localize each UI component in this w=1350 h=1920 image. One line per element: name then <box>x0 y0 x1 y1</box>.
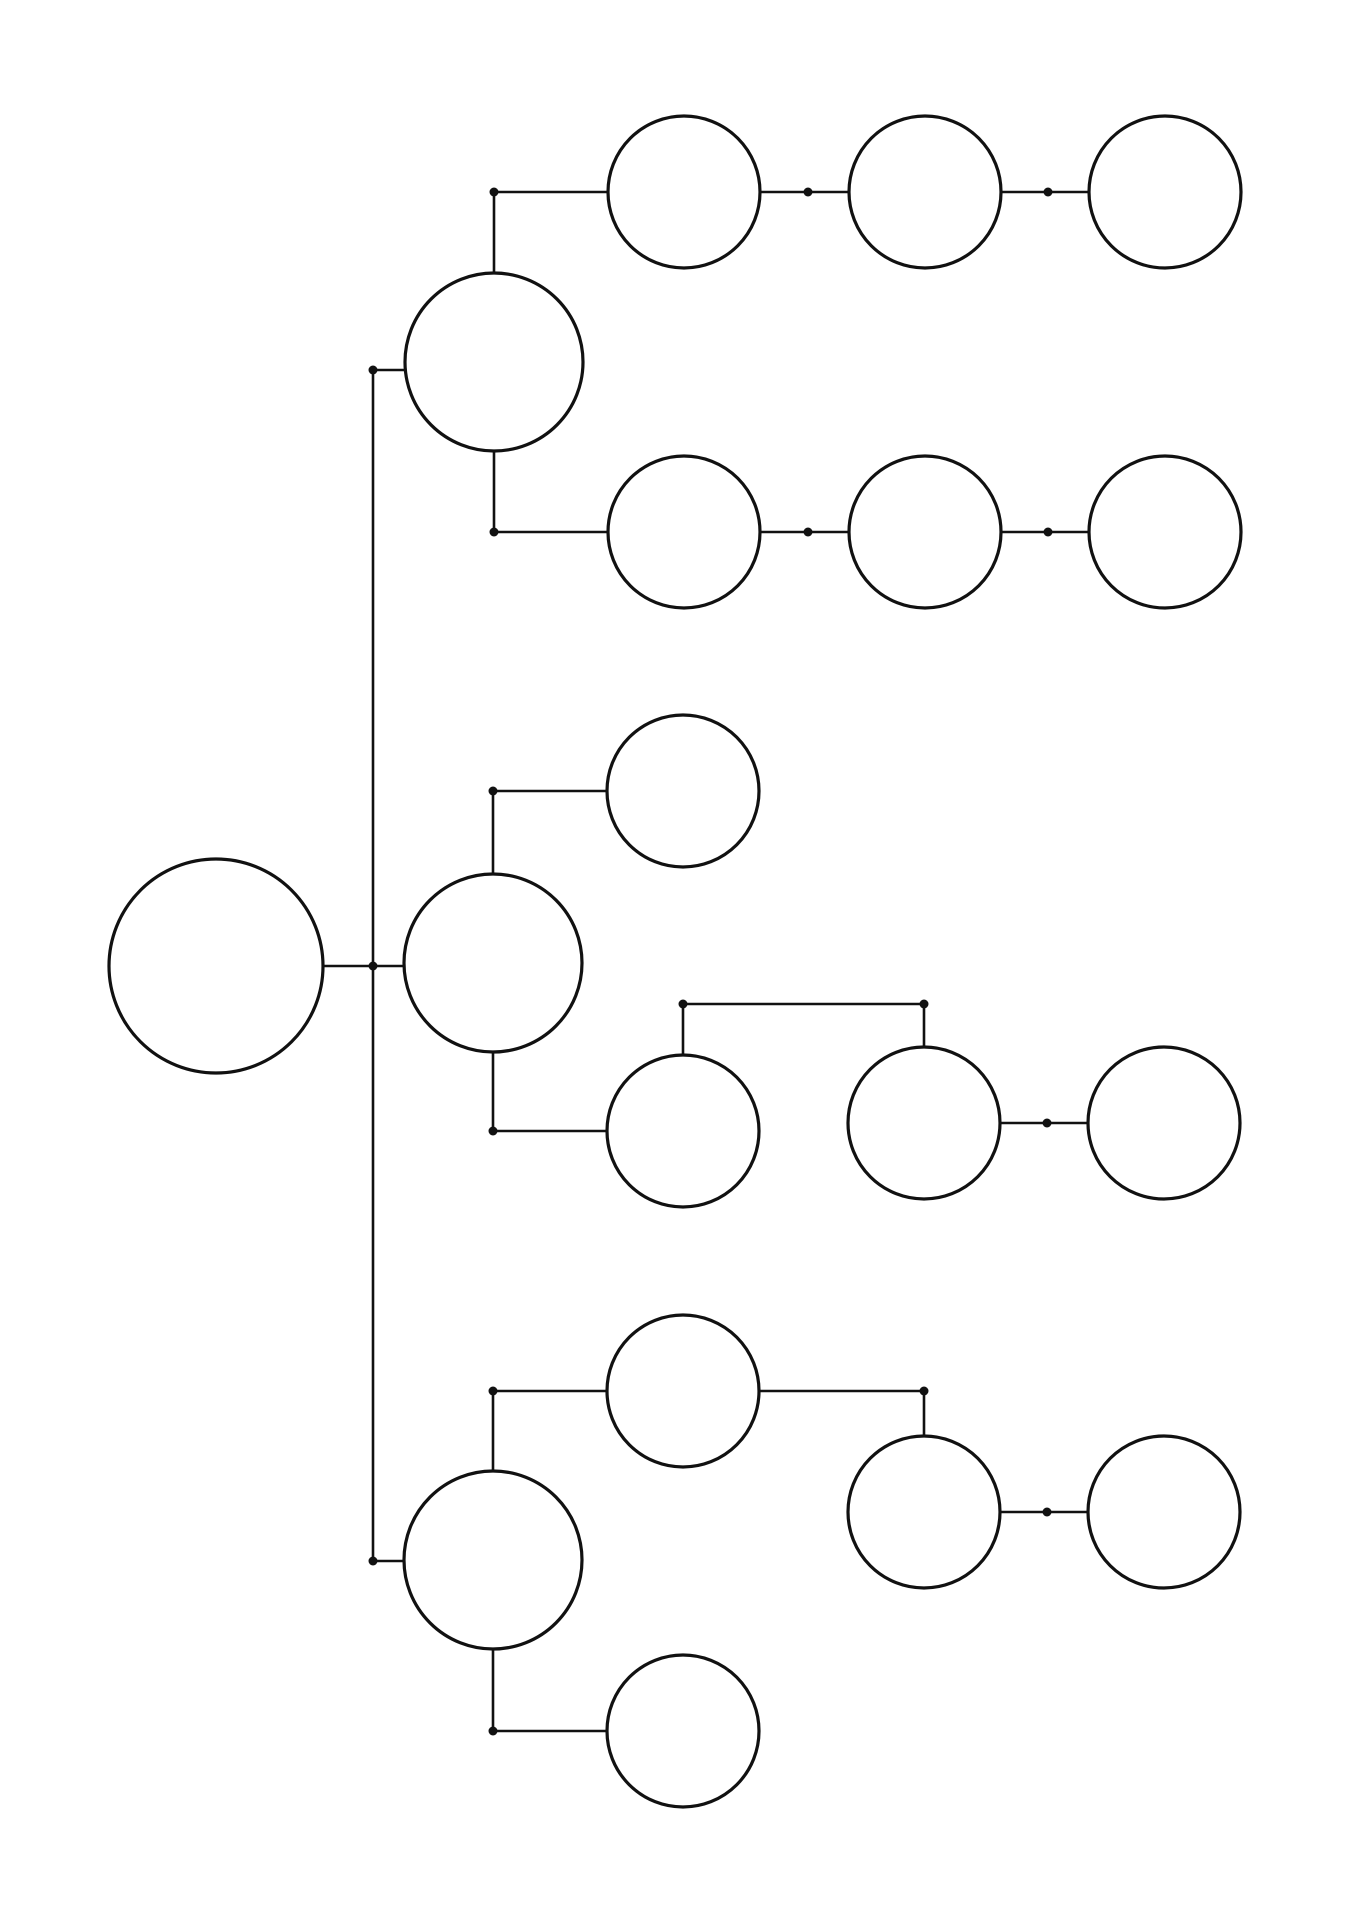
junction-dot <box>368 961 378 971</box>
junction-dot <box>488 1126 498 1136</box>
node-circle <box>847 454 1003 610</box>
connector-b1-to-b1b <box>492 451 608 534</box>
node-b2b1 <box>846 1045 1002 1201</box>
node-b1a1 <box>847 114 1003 270</box>
junction-dot <box>803 187 813 197</box>
node-b1b <box>606 454 762 610</box>
junction-dot <box>488 1726 498 1736</box>
node-b3a <box>605 1313 761 1469</box>
junction-dot <box>1042 1507 1052 1517</box>
connector-b3a-to-b3a1 <box>759 1389 926 1436</box>
node-b1 <box>403 271 585 453</box>
junction-dot <box>368 365 378 375</box>
node-layer <box>107 114 1243 1809</box>
node-circle <box>402 872 584 1054</box>
junction-dot <box>803 527 813 537</box>
node-b1b2 <box>1087 454 1243 610</box>
junction-dot <box>488 786 498 796</box>
junction-dot <box>489 187 499 197</box>
node-circle <box>605 1313 761 1469</box>
connector-b2b-to-b2b1 <box>681 1002 926 1055</box>
node-b2a <box>605 713 761 869</box>
junction-dot <box>1043 187 1053 197</box>
node-circle <box>1086 1434 1242 1590</box>
node-circle <box>846 1434 1002 1590</box>
node-circle <box>1087 114 1243 270</box>
connector-b3-to-b3a <box>491 1389 607 1471</box>
node-b3a2 <box>1086 1434 1242 1590</box>
node-circle <box>402 1469 584 1651</box>
node-circle <box>846 1045 1002 1201</box>
junction-dot-layer <box>368 187 1053 1736</box>
node-circle <box>605 1653 761 1809</box>
junction-dot <box>1043 527 1053 537</box>
node-b2b <box>605 1053 761 1209</box>
node-root <box>107 857 325 1075</box>
node-b1b1 <box>847 454 1003 610</box>
junction-dot <box>919 999 929 1009</box>
node-b3b <box>605 1653 761 1809</box>
node-b1a <box>606 114 762 270</box>
node-circle <box>605 713 761 869</box>
connector-b2-to-b2b <box>491 1052 607 1133</box>
connector-b2-to-b2a <box>491 789 607 874</box>
node-b2 <box>402 872 584 1054</box>
node-circle <box>403 271 585 453</box>
junction-dot <box>488 1386 498 1396</box>
node-b1a2 <box>1087 114 1243 270</box>
node-circle <box>605 1053 761 1209</box>
junction-dot <box>368 1556 378 1566</box>
connector-b1-to-b1a <box>492 190 608 273</box>
junction-dot <box>678 999 688 1009</box>
node-circle <box>107 857 325 1075</box>
node-b3 <box>402 1469 584 1651</box>
node-circle <box>606 454 762 610</box>
junction-dot <box>1042 1118 1052 1128</box>
node-b3a1 <box>846 1434 1002 1590</box>
connector-b3-to-b3b <box>491 1649 607 1733</box>
node-b2b2 <box>1086 1045 1242 1201</box>
junction-dot <box>489 527 499 537</box>
node-circle <box>1087 454 1243 610</box>
node-circle <box>606 114 762 270</box>
junction-dot <box>919 1386 929 1396</box>
node-circle <box>847 114 1003 270</box>
node-circle <box>1086 1045 1242 1201</box>
